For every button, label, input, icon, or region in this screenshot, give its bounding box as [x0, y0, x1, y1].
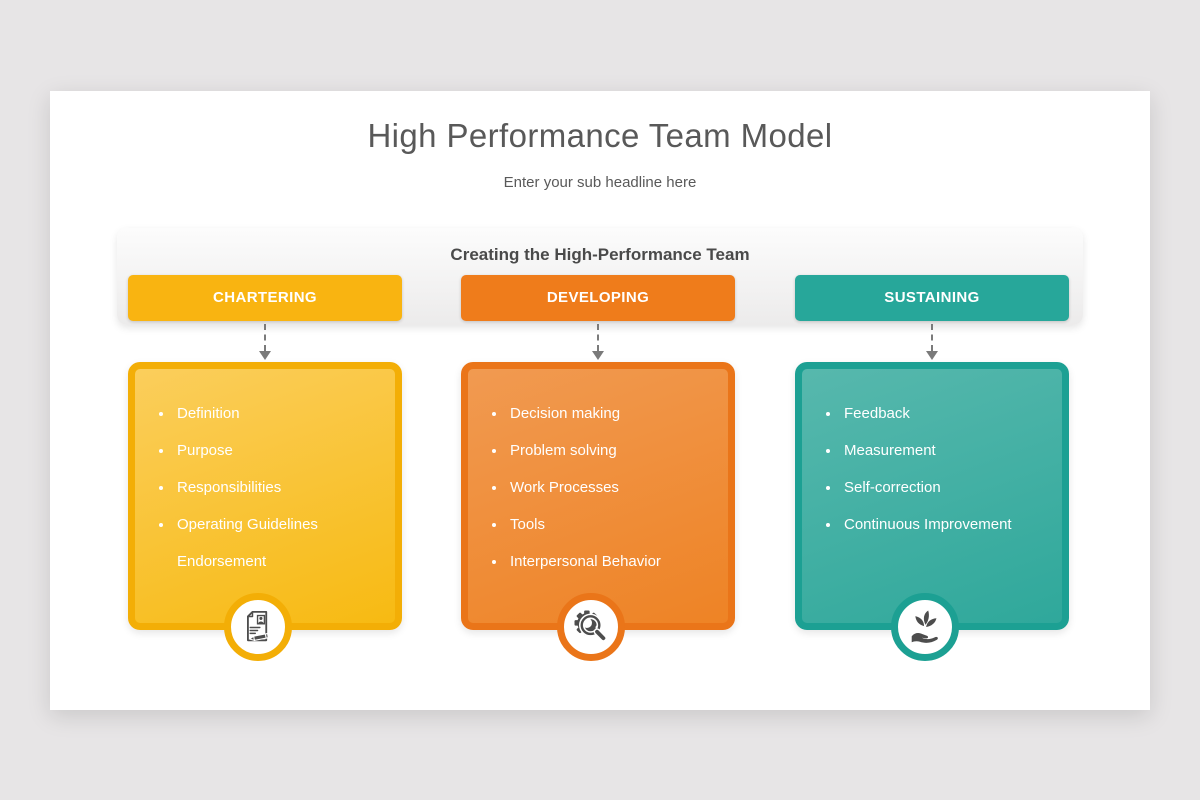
list-item-text: Measurement — [844, 442, 936, 459]
bullet-dot — [492, 560, 496, 564]
icon-circle — [891, 593, 959, 661]
list-item-text: Self-correction — [844, 479, 941, 496]
icon-circle — [224, 593, 292, 661]
sustaining-header-button: SUSTAINING — [795, 275, 1069, 321]
arrow-head-icon — [926, 351, 938, 360]
arrow-dashed-line — [264, 324, 266, 351]
icon-circle — [557, 593, 625, 661]
list-item-text: Decision making — [510, 405, 621, 422]
list-item: Problem solving — [492, 439, 714, 463]
arrow-dashed-line — [597, 324, 599, 351]
list-item: Purpose — [159, 439, 381, 463]
down-arrow — [461, 321, 735, 362]
bullet-dot — [159, 412, 163, 416]
banner-heading: Creating the High-Performance Team — [450, 245, 750, 264]
list-item: Tools — [492, 513, 714, 537]
list-item: Interpersonal Behavior — [492, 550, 714, 574]
gear-magnifier-icon — [569, 605, 613, 649]
list-item: Measurement — [826, 439, 1048, 463]
bullet-dot — [492, 486, 496, 490]
page-subtitle: Enter your sub headline here — [503, 174, 697, 191]
list-item-text: Responsibilities — [177, 479, 282, 496]
list-item-text: Continuous Improvement — [844, 516, 1012, 533]
down-arrow — [128, 321, 402, 362]
list-item: Decision making — [492, 402, 714, 426]
bullet-dot — [492, 412, 496, 416]
bullet-dot — [159, 523, 163, 527]
list-item: Self-correction — [826, 476, 1048, 500]
list-item: Work Processes — [492, 476, 714, 500]
page-title: High Performance Team Model — [367, 117, 833, 154]
list-item: Continuous Improvement — [826, 513, 1048, 537]
bullet-dot — [492, 523, 496, 527]
list-item-text: Purpose — [177, 442, 233, 459]
list-item: Responsibilities — [159, 476, 381, 500]
list-item-text: Feedback — [844, 405, 910, 422]
list-item-text: Endorsement — [177, 553, 267, 570]
bullet-dot — [826, 486, 830, 490]
arrow-dashed-line — [931, 324, 933, 351]
list-item-text: Definition — [177, 405, 240, 422]
bullet-dot — [159, 449, 163, 453]
bullet-dot — [159, 486, 163, 490]
list-item-text: Operating Guidelines — [177, 516, 318, 533]
arrow-head-icon — [259, 351, 271, 360]
bullet-dot — [826, 412, 830, 416]
list-item: Feedback — [826, 402, 1048, 426]
bullet-dot — [826, 449, 830, 453]
list-item: Operating Guidelines — [159, 513, 381, 537]
chartering-header-button: CHARTERING — [128, 275, 402, 321]
arrow-head-icon — [592, 351, 604, 360]
bullet-dot — [826, 523, 830, 527]
list-item-text: Tools — [510, 516, 546, 533]
developing-header-button: DEVELOPING — [461, 275, 735, 321]
slide: High Performance Team Model Enter your s… — [50, 91, 1150, 710]
document-pencil-icon — [236, 605, 280, 649]
sprout-hand-icon — [903, 605, 947, 649]
list-item-text: Interpersonal Behavior — [510, 553, 661, 570]
down-arrow — [795, 321, 1069, 362]
bullet-dot — [492, 449, 496, 453]
list-item: Endorsement — [159, 550, 381, 574]
list-item-text: Problem solving — [510, 442, 617, 459]
list-item-text: Work Processes — [510, 479, 619, 496]
list-item: Definition — [159, 402, 381, 426]
